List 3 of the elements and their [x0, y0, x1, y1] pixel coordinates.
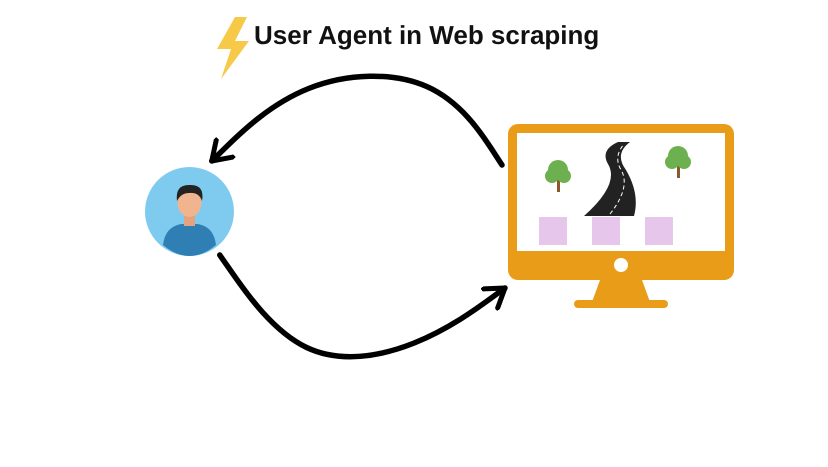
arrow — [217, 252, 508, 360]
arrow — [209, 74, 505, 168]
title: User Agent in Web scraping — [254, 20, 600, 51]
